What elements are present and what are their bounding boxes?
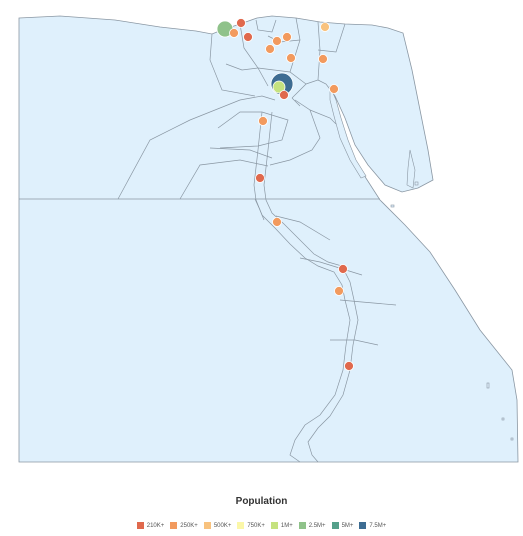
- city-marker[interactable]: [320, 22, 330, 32]
- legend-label: 500K+: [213, 522, 232, 529]
- city-marker[interactable]: [329, 84, 339, 94]
- sinai-east-coast: [406, 149, 416, 189]
- city-marker[interactable]: [272, 36, 282, 46]
- governorate-borders: [19, 17, 397, 346]
- legend-label: 750K+: [247, 522, 265, 529]
- city-marker[interactable]: [286, 53, 296, 63]
- city-marker[interactable]: [243, 32, 253, 42]
- city-marker-giza[interactable]: [272, 80, 286, 94]
- city-bubbles: [216, 18, 354, 371]
- legend-swatch: [270, 522, 278, 529]
- city-marker[interactable]: [265, 44, 275, 54]
- egypt-landmass: [18, 15, 519, 463]
- legend-label: 7.5M+: [369, 522, 387, 529]
- egypt-map: [18, 15, 519, 463]
- island: [510, 437, 514, 441]
- city-marker[interactable]: [258, 116, 268, 126]
- city-marker[interactable]: [236, 18, 246, 28]
- map-svg: [18, 15, 519, 463]
- legend-swatch: [170, 522, 178, 529]
- legend-item[interactable]: 750K+: [237, 522, 265, 529]
- legend-title: Population: [235, 496, 288, 507]
- legend-swatch: [298, 522, 306, 529]
- legend-label: 5M+: [341, 522, 354, 529]
- legend-swatch: [136, 522, 144, 529]
- island: [414, 181, 419, 186]
- legend-swatch: [359, 522, 367, 529]
- nile-valley: [253, 111, 359, 463]
- legend-item[interactable]: 500K+: [203, 522, 232, 529]
- city-marker[interactable]: [344, 361, 354, 371]
- city-marker[interactable]: [282, 32, 292, 42]
- legend-label: 1M+: [280, 522, 293, 529]
- city-marker[interactable]: [255, 173, 265, 183]
- legend-item[interactable]: 7.5M+: [359, 522, 386, 529]
- island: [486, 382, 490, 389]
- legend-item[interactable]: 2.5M+: [298, 522, 326, 529]
- legend-swatch: [237, 522, 245, 529]
- legend-label: 210K+: [146, 522, 165, 529]
- city-marker[interactable]: [334, 286, 344, 296]
- city-marker[interactable]: [272, 217, 282, 227]
- sinai-west-coast: [329, 85, 367, 179]
- island: [390, 204, 395, 208]
- legend-swatch: [331, 522, 339, 529]
- legend-item[interactable]: 210K+: [136, 522, 165, 529]
- city-marker[interactable]: [279, 90, 289, 100]
- city-marker[interactable]: [318, 54, 328, 64]
- legend-label: 250K+: [180, 522, 198, 529]
- legend-item[interactable]: 5M+: [331, 522, 354, 529]
- legend-label: 2.5M+: [308, 522, 326, 529]
- city-marker[interactable]: [229, 28, 239, 38]
- legend-item[interactable]: 1M+: [270, 522, 293, 529]
- legend-item[interactable]: 250K+: [170, 522, 198, 529]
- legend-swatch: [203, 522, 211, 529]
- city-marker[interactable]: [338, 264, 348, 274]
- legend: 210K+ 250K+ 500K+ 750K+ 1M+ 2.5M+ 5M+ 7.…: [0, 522, 523, 529]
- island: [501, 417, 505, 421]
